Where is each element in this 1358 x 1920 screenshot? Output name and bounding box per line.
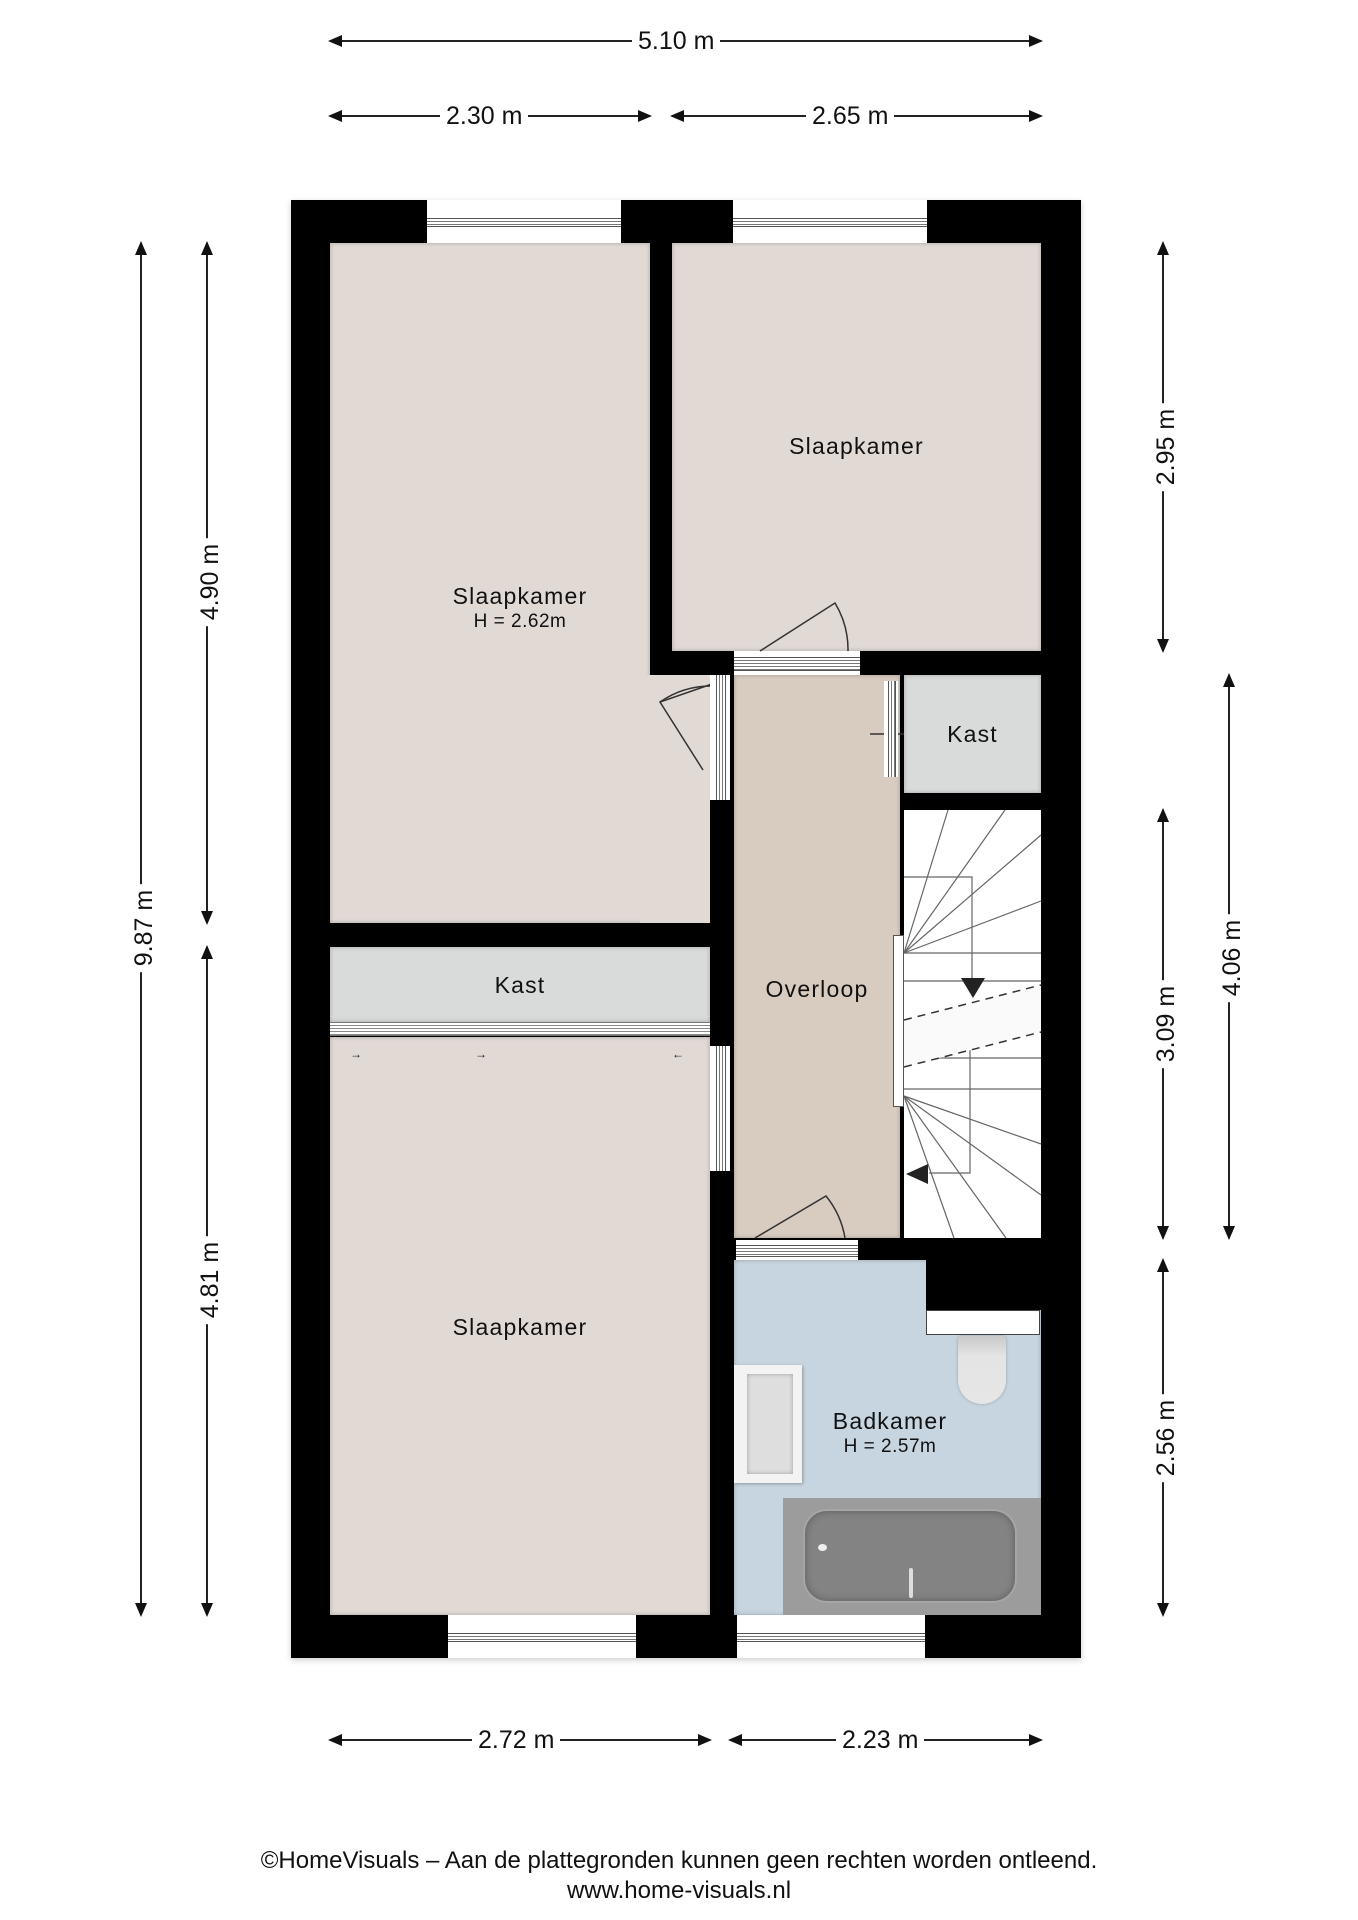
room-bedroom-bottom-left [330,1037,710,1615]
room-label-bathroom: Badkamer H = 2.57m [790,1408,990,1460]
arrow-up-icon [1157,808,1169,822]
bathtub-tap-icon [909,1568,913,1598]
room-closet-left [330,947,710,1022]
room-label-landing: Overloop [765,976,869,1002]
arrow-left-icon [328,110,342,122]
bathtub-drain-icon [818,1544,827,1551]
stair-down-arrow-icon [961,978,985,998]
dimension-label: 2.72 m [472,1726,561,1754]
arrow-right-icon [698,1734,712,1746]
door-bedroom-bottom-left[interactable] [710,1046,730,1171]
arrow-down-icon [1223,1226,1235,1240]
dimension-label: 2.65 m [806,102,895,130]
slide-arrow-right-icon: → [475,1047,487,1061]
stair-handrail [893,935,904,1107]
room-closet-right [904,675,1041,793]
dimension-label: 4.90 m [196,537,225,627]
arrow-down-icon [201,911,213,925]
dimension-label: 3.09 m [1152,979,1181,1069]
slide-arrow-left-icon: ← [672,1047,684,1061]
toilet-icon [958,1336,1006,1404]
stair-left-arrow-icon [906,1164,928,1184]
arrow-right-icon [1029,1734,1043,1746]
room-bedroom-top-left [330,243,650,923]
arrow-down-icon [201,1603,213,1617]
arrow-right-icon [1029,110,1043,122]
arrow-up-icon [1157,1258,1169,1272]
room-landing [734,675,900,1238]
arrow-up-icon [1223,673,1235,687]
door-bedroom-top-left[interactable] [710,675,730,800]
door-closet-right[interactable] [884,681,898,777]
arrow-left-icon [328,35,342,47]
toilet-cistern [926,1310,1040,1335]
sink-icon [734,1365,802,1483]
bathtub-icon [783,1498,1041,1615]
door-bedroom-top-right[interactable] [734,651,860,675]
window-top-left [427,200,621,243]
window-top-right [733,200,927,243]
dimension-label: 2.95 m [1152,402,1181,492]
dimension-label: 2.23 m [836,1726,925,1754]
arrow-left-icon [328,1734,342,1746]
staircase-treads [903,809,1042,1239]
room-label-bedroom-top-right: Slaapkamer [789,433,924,459]
dimension-label: 2.56 m [1152,1393,1181,1483]
arrow-left-icon [728,1734,742,1746]
arrow-up-icon [135,241,147,255]
arrow-right-icon [638,110,652,122]
room-label-closet-left: Kast [494,972,546,998]
dimension-label: 4.06 m [1218,913,1247,1003]
arrow-up-icon [201,241,213,255]
arrow-right-icon [1029,35,1043,47]
dimension-label: 9.87 m [130,883,159,973]
room-height-label: H = 2.62m [473,611,567,632]
dimension-label: 5.10 m [632,27,721,55]
arrow-down-icon [1157,1603,1169,1617]
window-bottom-right [737,1615,925,1658]
dimension-label: 2.30 m [440,102,529,130]
arrow-down-icon [1157,1226,1169,1240]
arrow-left-icon [670,110,684,122]
room-label-closet-right: Kast [947,721,998,747]
wardrobe-sliding-doors[interactable] [330,1022,710,1036]
bathroom-wall-notch [926,1258,1043,1310]
door-bathroom[interactable] [736,1240,858,1260]
dimension-label: 4.81 m [196,1235,225,1325]
arrow-up-icon [1157,241,1169,255]
room-bedroom-top-left-extension [640,675,710,923]
arrow-down-icon [135,1603,147,1617]
arrow-up-icon [201,945,213,959]
window-bottom-left [448,1615,636,1658]
room-bedroom-top-right [672,243,1041,651]
room-label-bedroom-top-left: Slaapkamer H = 2.62m [330,583,710,635]
room-label-bedroom-bottom-left: Slaapkamer [452,1314,588,1340]
arrow-down-icon [1157,639,1169,653]
slide-arrow-right-icon: → [350,1047,362,1061]
footer-disclaimer: ©HomeVisuals – Aan de plattegronden kunn… [260,1847,1098,1874]
footer-website-link[interactable]: www.home-visuals.nl [566,1877,792,1904]
room-height-label: H = 2.57m [843,1436,937,1457]
